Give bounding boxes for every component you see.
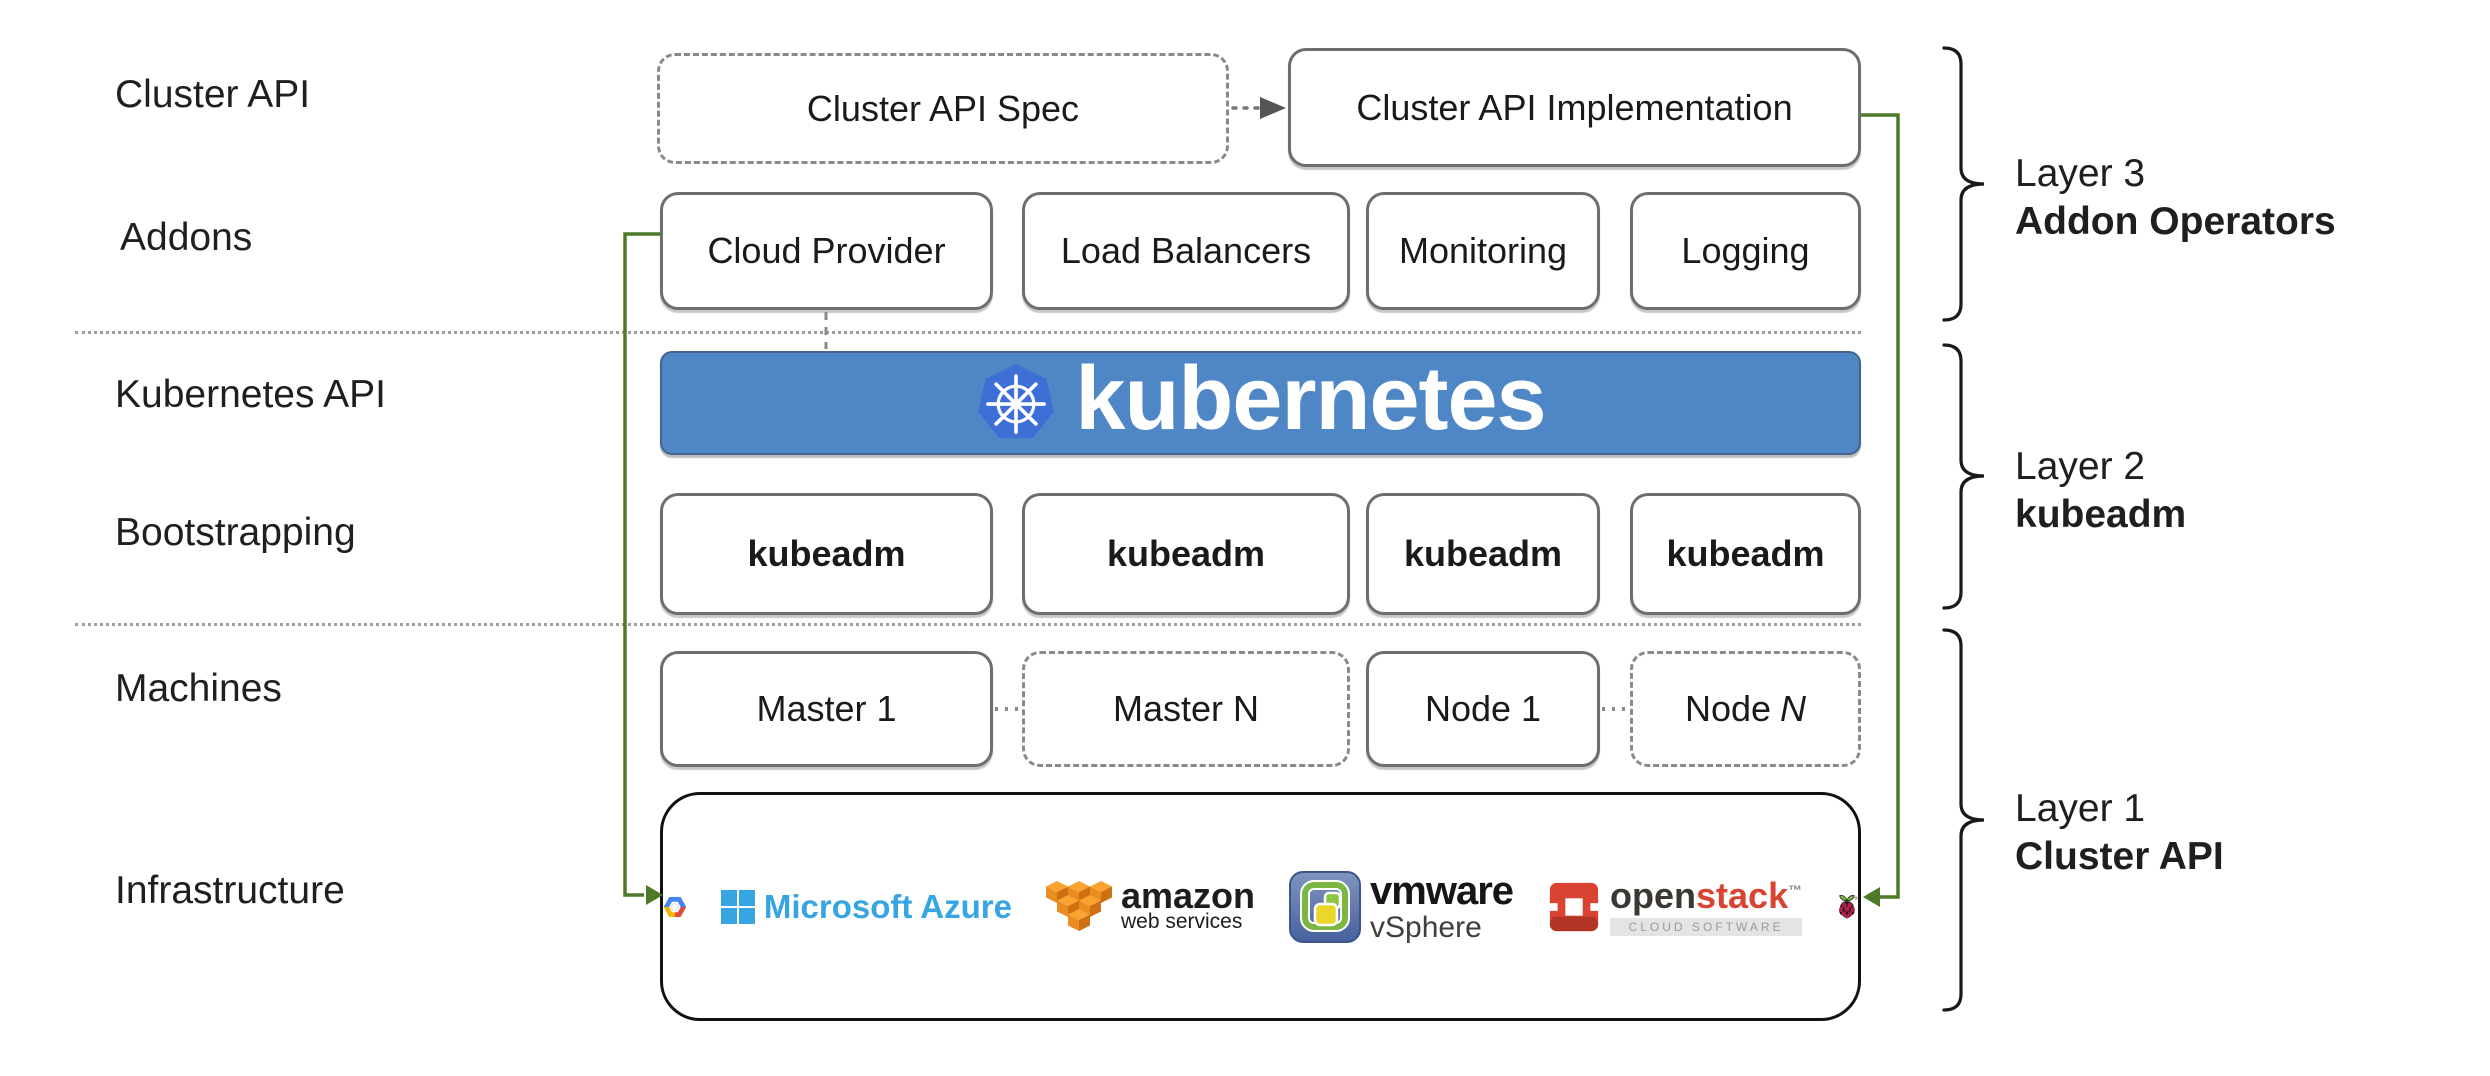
- addon-label: Cloud Provider: [707, 230, 946, 271]
- layer-2-title: kubeadm: [2015, 493, 2187, 536]
- machine-box-master-1: Master 1: [660, 651, 993, 767]
- green-connector-right: [1861, 113, 1900, 907]
- cluster-api-implementation-box: Cluster API Implementation: [1288, 48, 1861, 167]
- google-cloud-icon: [663, 896, 687, 917]
- machine-label-n-italic: N: [1780, 688, 1807, 729]
- vsphere-wordmark: vSphere: [1370, 910, 1482, 944]
- aws-subtext: web services: [1120, 910, 1243, 934]
- trademark-symbol: ™: [1788, 881, 1803, 898]
- openstack-logo: openstack™ CLOUD SOFTWARE: [1547, 874, 1803, 936]
- raspberry-pi-icon: ®: [1839, 894, 1858, 918]
- kubeadm-label: kubeadm: [1403, 533, 1563, 574]
- aws-cubes-icon: [1045, 880, 1112, 931]
- layer-1-title: Cluster API: [2015, 835, 2224, 878]
- row-label-cluster-api: Cluster API: [115, 73, 311, 116]
- machine-box-master-n: Master N: [1022, 651, 1350, 767]
- addon-box-load-balancers: Load Balancers: [1022, 192, 1350, 310]
- cluster-api-spec-label: Cluster API Spec: [806, 87, 1080, 129]
- vmware-icon: [1289, 870, 1362, 943]
- layer-label-2: Layer 2 kubeadm: [2015, 443, 2186, 539]
- aws-logo: amazon web services: [1045, 874, 1256, 938]
- cluster-api-spec-box: Cluster API Spec: [657, 53, 1229, 164]
- addon-box-cloud-provider: Cloud Provider: [660, 192, 993, 310]
- kubernetes-banner: kubernetes: [660, 351, 1861, 455]
- azure-wordmark: Microsoft Azure: [763, 887, 1012, 925]
- machine-box-node-1: Node 1: [1366, 651, 1600, 767]
- machine-label: Node: [1684, 688, 1772, 729]
- addon-label: Monitoring: [1398, 230, 1568, 271]
- dotted-separator-bottom: [75, 623, 1861, 626]
- layer-2-name: Layer 2: [2015, 445, 2146, 488]
- brace-layer-1: [1942, 628, 1985, 1012]
- layer-label-3: Layer 3 Addon Operators: [2015, 150, 2336, 246]
- brace-layer-3: [1942, 46, 1985, 322]
- openstack-word-stack: stack: [1696, 874, 1789, 916]
- addon-label: Load Balancers: [1060, 230, 1312, 271]
- openstack-word-open: open: [1610, 874, 1697, 916]
- kubeadm-box-1: kubeadm: [660, 493, 993, 615]
- row-label-kubernetes-api: Kubernetes API: [115, 373, 387, 416]
- microsoft-azure-logo: Microsoft Azure: [720, 887, 1012, 926]
- kubeadm-label: kubeadm: [1666, 533, 1825, 574]
- vmware-wordmark: vmware: [1370, 868, 1514, 913]
- kubeadm-label: kubeadm: [747, 533, 906, 574]
- layer-3-title: Addon Operators: [2015, 200, 2336, 243]
- green-connector-left: [623, 232, 663, 905]
- openstack-wordmark: openstack™: [1610, 874, 1803, 916]
- addon-label: Logging: [1681, 230, 1810, 271]
- addon-box-monitoring: Monitoring: [1366, 192, 1600, 310]
- machine-label: Master 1: [756, 688, 897, 729]
- row-label-infrastructure: Infrastructure: [115, 869, 345, 912]
- row-label-machines: Machines: [115, 667, 282, 710]
- brace-layer-2: [1942, 343, 1985, 610]
- machine-label: Node 1: [1424, 688, 1542, 729]
- kubeadm-box-2: kubeadm: [1022, 493, 1350, 615]
- openstack-subtext: CLOUD SOFTWARE: [1610, 917, 1803, 936]
- kubernetes-wordmark: kubernetes: [1075, 349, 1546, 449]
- machine-label: Master N: [1112, 688, 1260, 729]
- kubernetes-wheel-icon: [978, 364, 1055, 438]
- vmware-vsphere-logo: vmware vSphere: [1289, 868, 1514, 944]
- kubeadm-box-3: kubeadm: [1366, 493, 1600, 615]
- spec-to-implementation-arrow: [1231, 97, 1286, 119]
- cluster-api-implementation-label: Cluster API Implementation: [1356, 86, 1793, 128]
- addon-box-logging: Logging: [1630, 192, 1861, 310]
- dotted-separator-top: [75, 331, 1861, 334]
- row-label-bootstrapping: Bootstrapping: [115, 511, 356, 554]
- infrastructure-box: Microsoft Azure amazon web services: [660, 792, 1861, 1021]
- openstack-icon: [1547, 882, 1602, 931]
- layer-label-1: Layer 1 Cluster API: [2015, 785, 2224, 881]
- azure-windows-icon: [720, 889, 755, 924]
- layer-3-name: Layer 3: [2015, 152, 2146, 195]
- row-label-addons: Addons: [120, 216, 253, 259]
- aws-wordmark: amazon: [1120, 874, 1256, 916]
- kubeadm-label: kubeadm: [1106, 533, 1266, 574]
- registered-mark: ®: [1855, 896, 1858, 901]
- machine-box-node-n: Node N: [1630, 651, 1861, 767]
- layer-1-name: Layer 1: [2015, 787, 2146, 830]
- kubeadm-box-4: kubeadm: [1630, 493, 1861, 615]
